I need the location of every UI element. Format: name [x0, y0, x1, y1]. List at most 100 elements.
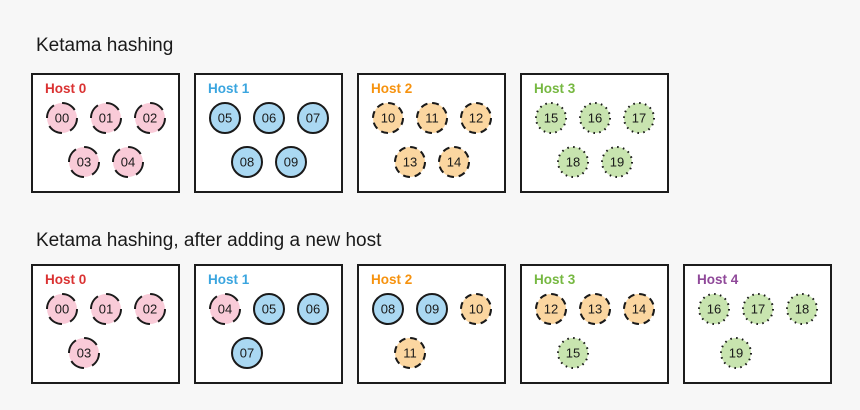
key-circle: 14: [622, 292, 656, 326]
key-row: 08 09: [230, 145, 308, 179]
key-circle: 16: [697, 292, 731, 326]
key-circle: 01: [89, 101, 123, 135]
key-circle: 08: [230, 145, 264, 179]
key-circle: 13: [578, 292, 612, 326]
key-circle-shape: 07: [296, 102, 329, 134]
host-label: Host 2: [371, 81, 413, 96]
key-number: 17: [750, 302, 764, 317]
key-circle: 02: [133, 101, 167, 135]
key-number: 03: [76, 346, 90, 361]
key-circle-shape: 00: [45, 293, 78, 325]
key-number: 04: [120, 155, 134, 170]
key-circle: 09: [274, 145, 308, 179]
key-number: 09: [424, 302, 438, 317]
key-circle-shape: 15: [556, 337, 589, 369]
key-circle-shape: 15: [534, 102, 567, 134]
key-circle-shape: 12: [534, 293, 567, 325]
key-circle-shape: 08: [230, 146, 263, 178]
key-number: 05: [261, 302, 275, 317]
key-number: 19: [609, 155, 623, 170]
host-label: Host 1: [208, 81, 250, 96]
key-circle: 06: [296, 292, 330, 326]
key-circle-shape: 06: [296, 293, 329, 325]
key-circle: 15: [534, 101, 568, 135]
key-number: 19: [728, 346, 742, 361]
key-row: 10 11 12: [359, 101, 504, 135]
diagram-ketama-after: Ketama hashing, after adding a new host …: [31, 230, 860, 384]
key-number: 18: [565, 155, 579, 170]
key-circle-shape: 13: [393, 146, 426, 178]
host-label: Host 2: [371, 272, 413, 287]
key-circle: 11: [393, 336, 427, 370]
host-label: Host 0: [45, 81, 87, 96]
key-circle-shape: 16: [697, 293, 730, 325]
key-circle: 13: [393, 145, 427, 179]
key-number: 08: [239, 155, 253, 170]
key-circle-shape: 05: [252, 293, 285, 325]
key-circle-shape: 10: [459, 293, 492, 325]
key-circle-shape: 00: [45, 102, 78, 134]
key-row: 11: [393, 336, 471, 370]
key-circle: 04: [111, 145, 145, 179]
key-circle: 12: [459, 101, 493, 135]
key-circle-shape: 01: [89, 293, 122, 325]
key-row: 13 14: [393, 145, 471, 179]
key-row: 04 05 06: [196, 292, 341, 326]
key-circle: 01: [89, 292, 123, 326]
key-number: 10: [380, 111, 394, 126]
key-row: 12 13 14: [522, 292, 667, 326]
key-row: 00 01 02: [33, 292, 178, 326]
host-box-host-2: Host 2 08 09 10 11: [357, 264, 506, 384]
key-number: 03: [76, 155, 90, 170]
key-circle: 18: [556, 145, 590, 179]
key-circle: 08: [371, 292, 405, 326]
key-number: 09: [283, 155, 297, 170]
key-circle: 10: [371, 101, 405, 135]
host-box-host-0: Host 0 00 01 02 03 04: [31, 73, 180, 193]
key-number: 12: [543, 302, 557, 317]
key-circle-shape: 05: [208, 102, 241, 134]
key-row: 03 04: [67, 145, 145, 179]
key-number: 14: [631, 302, 645, 317]
host-label: Host 3: [534, 81, 576, 96]
key-circle: 04: [208, 292, 242, 326]
key-circle-shape: 12: [459, 102, 492, 134]
key-circle-shape: 10: [371, 102, 404, 134]
key-circle-shape: 03: [67, 337, 100, 369]
key-circle-shape: 11: [415, 102, 448, 134]
key-number: 17: [631, 111, 645, 126]
key-circle: 07: [230, 336, 264, 370]
key-circle: 00: [45, 292, 79, 326]
key-circle-shape: 14: [622, 293, 655, 325]
host-box-host-0: Host 0 00 01 02 03: [31, 264, 180, 384]
key-number: 05: [217, 111, 231, 126]
key-circle: 14: [437, 145, 471, 179]
key-row: 00 01 02: [33, 101, 178, 135]
key-number: 02: [142, 302, 156, 317]
key-number: 01: [98, 302, 112, 317]
key-circle-shape: 13: [578, 293, 611, 325]
key-circle-shape: 03: [67, 146, 100, 178]
key-circle: 05: [208, 101, 242, 135]
host-label: Host 0: [45, 272, 87, 287]
key-circle-shape: 14: [437, 146, 470, 178]
key-circle: 02: [133, 292, 167, 326]
key-number: 13: [587, 302, 601, 317]
key-number: 14: [446, 155, 460, 170]
diagram-title-after: Ketama hashing, after adding a new host: [36, 230, 382, 251]
key-circle-shape: 17: [622, 102, 655, 134]
key-row: 08 09 10: [359, 292, 504, 326]
key-number: 16: [706, 302, 720, 317]
key-number: 15: [565, 346, 579, 361]
key-circle-shape: 01: [89, 102, 122, 134]
key-number: 00: [54, 302, 68, 317]
